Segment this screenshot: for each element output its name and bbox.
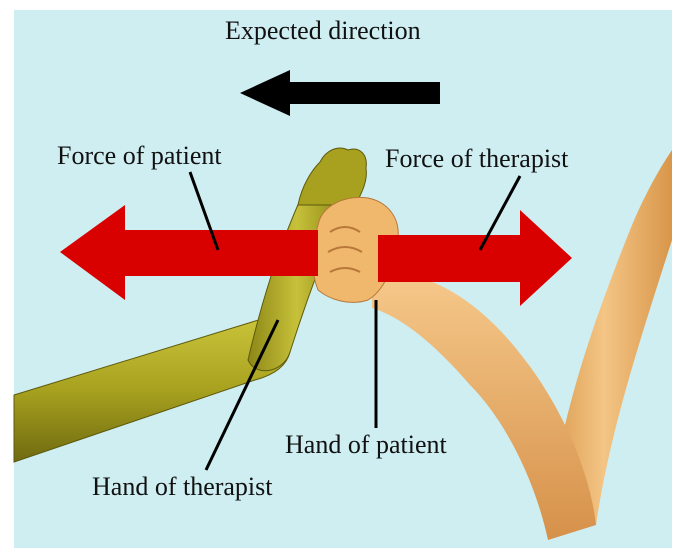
hand-of-therapist-label: Hand of therapist bbox=[92, 474, 273, 500]
force-of-therapist-label: Force of therapist bbox=[385, 146, 568, 172]
force-of-patient-label: Force of patient bbox=[57, 143, 222, 169]
hand-of-patient-label: Hand of patient bbox=[285, 432, 447, 458]
expected-direction-label: Expected direction bbox=[225, 18, 421, 44]
